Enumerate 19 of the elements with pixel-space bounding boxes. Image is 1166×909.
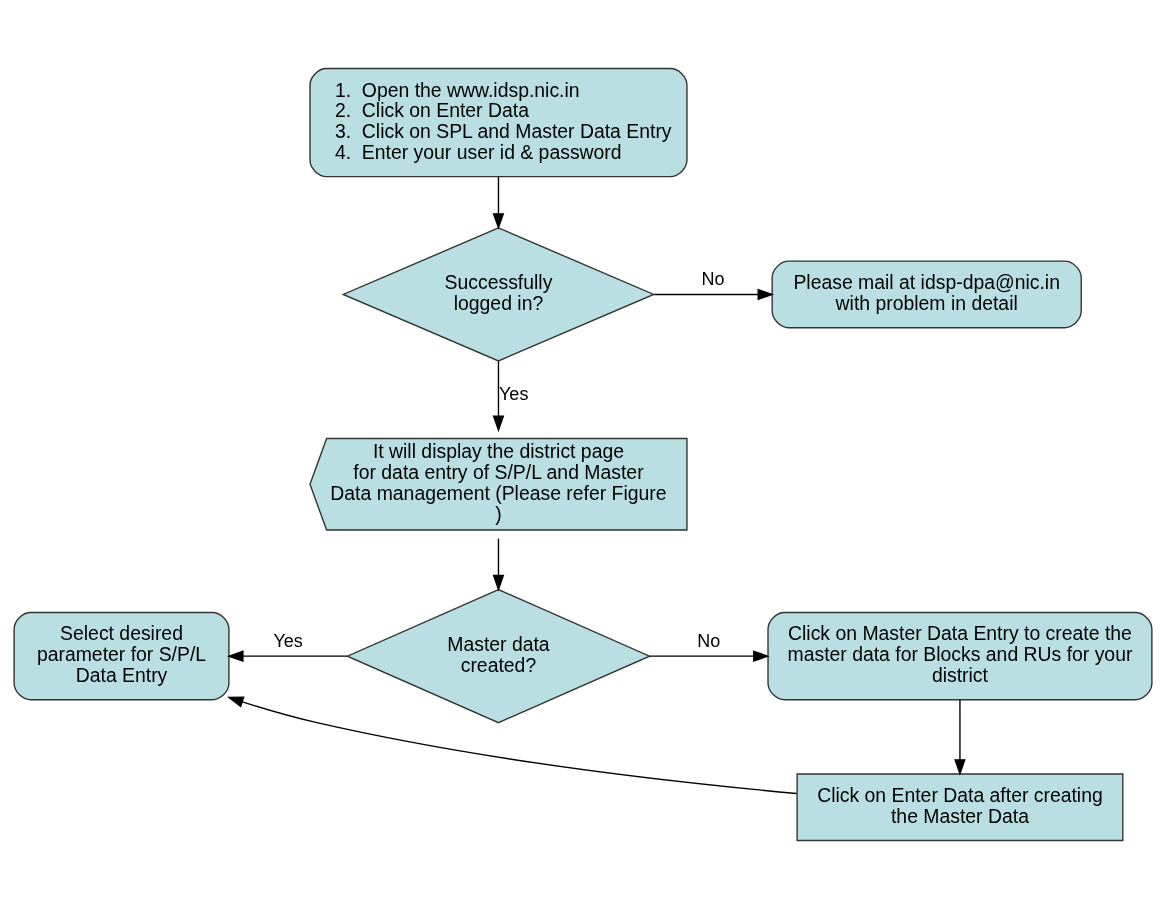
arrow — [492, 538, 505, 592]
edge-label: No — [701, 269, 725, 290]
arrow — [648, 650, 770, 662]
node-diamond: Master data created? — [345, 588, 652, 724]
edge-label: Yes — [273, 630, 303, 651]
node-box: Select desired parameter for S/P/L Data Entry — [13, 611, 230, 701]
node-box: Click on Enter Data after creating the Master Data — [796, 773, 1124, 842]
node-diamond: Successfully logged in? — [341, 227, 656, 362]
arrow — [226, 650, 348, 662]
arrow — [653, 288, 775, 301]
arrow — [954, 699, 966, 776]
edge-label: Yes — [499, 384, 529, 405]
node-box: Please mail at idsp-dpa@nic.in with problem in detail — [771, 260, 1082, 329]
arrow — [492, 176, 505, 230]
node-box: Click on Master Data Entry to create the master data for Blocks and RUs for your district — [767, 611, 1153, 701]
node-box: 1. Open the www.idsp.nic.in 2. Click on Enter Data 3. Click on SPL and Master Data Entry 4. Enter your user id & password — [309, 67, 688, 178]
arrow — [226, 696, 798, 795]
arrow — [492, 360, 505, 433]
edge-label: No — [697, 630, 721, 651]
